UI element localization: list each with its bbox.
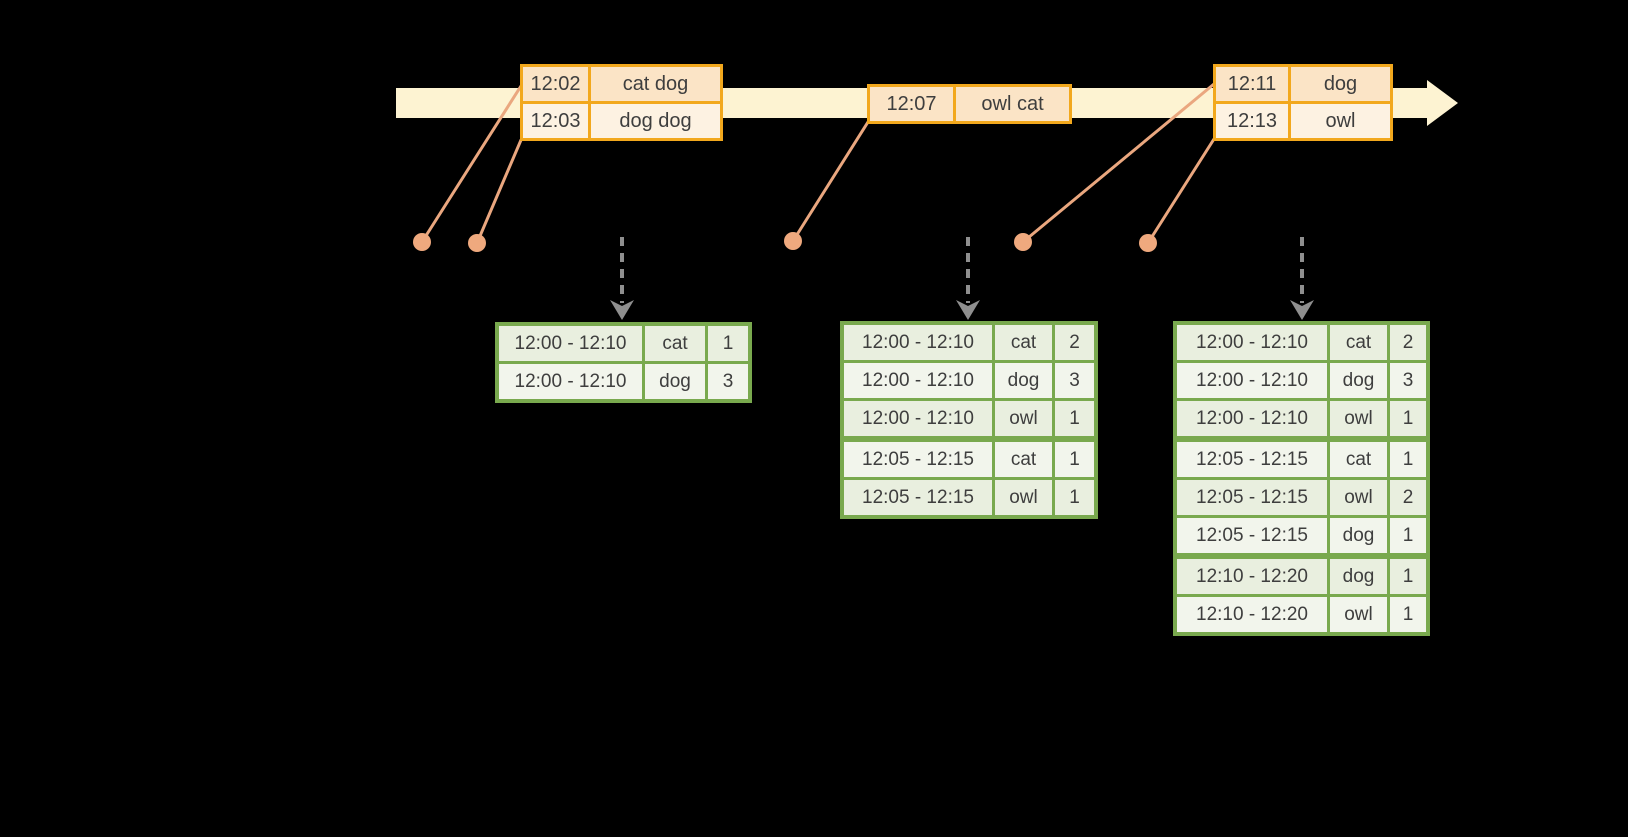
- event-dot-icon: [468, 234, 486, 252]
- event-time-cell: 12:02: [523, 67, 588, 101]
- result-window-cell: 12:00 - 12:10: [499, 364, 642, 399]
- event-time-cell: 12:13: [1216, 104, 1288, 138]
- event-connector-line: [420, 84, 523, 244]
- event-words-cell: cat dog: [591, 67, 720, 101]
- result-window-cell: 12:00 - 12:10: [844, 363, 992, 398]
- result-word-cell: owl: [995, 480, 1052, 515]
- trigger-arrowhead-icon: [610, 300, 634, 320]
- event-dot-icon: [784, 232, 802, 250]
- result-window-cell: 12:05 - 12:15: [844, 442, 992, 477]
- result-count-cell: 3: [708, 364, 748, 399]
- result-word-cell: cat: [995, 325, 1052, 360]
- result-word-cell: cat: [645, 326, 705, 361]
- result-word-cell: dog: [1330, 363, 1387, 398]
- result-count-cell: 2: [1390, 325, 1426, 360]
- event-connector-line: [791, 120, 870, 243]
- result-window-cell: 12:05 - 12:15: [1177, 518, 1327, 553]
- result-word-cell: cat: [1330, 442, 1387, 477]
- result-word-cell: cat: [995, 442, 1052, 477]
- event-time-cell: 12:11: [1216, 67, 1288, 101]
- event-dot-icon: [1139, 234, 1157, 252]
- trigger-arrowhead-icon: [1290, 300, 1314, 320]
- result-word-cell: dog: [995, 363, 1052, 398]
- result-window-cell: 12:00 - 12:10: [1177, 401, 1327, 436]
- event-words-cell: owl cat: [956, 87, 1069, 121]
- result-word-cell: owl: [995, 401, 1052, 436]
- result-window-cell: 12:10 - 12:20: [1177, 559, 1327, 594]
- result-count-cell: 1: [1390, 518, 1426, 553]
- result-count-cell: 2: [1055, 325, 1094, 360]
- result-word-cell: owl: [1330, 401, 1387, 436]
- result-count-cell: 1: [708, 326, 748, 361]
- result-window-cell: 12:00 - 12:10: [1177, 363, 1327, 398]
- result-count-cell: 3: [1390, 363, 1426, 398]
- event-connector-line: [1146, 137, 1216, 245]
- time-axis-arrowhead-icon: [1427, 80, 1458, 126]
- result-count-cell: 3: [1055, 363, 1094, 398]
- trigger-arrowhead-icon: [956, 300, 980, 320]
- result-count-cell: 1: [1055, 442, 1094, 477]
- event-words-cell: dog: [1291, 67, 1390, 101]
- result-window-cell: 12:00 - 12:10: [499, 326, 642, 361]
- result-count-cell: 2: [1390, 480, 1426, 515]
- result-count-cell: 1: [1390, 442, 1426, 477]
- result-window-cell: 12:05 - 12:15: [1177, 480, 1327, 515]
- result-word-cell: dog: [645, 364, 705, 399]
- event-time-cell: 12:03: [523, 104, 588, 138]
- result-word-cell: dog: [1330, 518, 1387, 553]
- result-window-cell: 12:05 - 12:15: [1177, 442, 1327, 477]
- event-time-cell: 12:07: [870, 87, 953, 121]
- result-window-cell: 12:00 - 12:10: [1177, 325, 1327, 360]
- result-word-cell: owl: [1330, 597, 1387, 632]
- result-word-cell: owl: [1330, 480, 1387, 515]
- result-window-cell: 12:00 - 12:10: [844, 325, 992, 360]
- result-word-cell: cat: [1330, 325, 1387, 360]
- result-count-cell: 1: [1055, 401, 1094, 436]
- event-dot-icon: [413, 233, 431, 251]
- event-words-cell: dog dog: [591, 104, 720, 138]
- result-window-cell: 12:10 - 12:20: [1177, 597, 1327, 632]
- result-count-cell: 1: [1055, 480, 1094, 515]
- result-count-cell: 1: [1390, 559, 1426, 594]
- event-dot-icon: [1014, 233, 1032, 251]
- result-count-cell: 1: [1390, 401, 1426, 436]
- result-count-cell: 1: [1390, 597, 1426, 632]
- result-window-cell: 12:00 - 12:10: [844, 401, 992, 436]
- event-connector-line: [475, 138, 523, 245]
- result-word-cell: dog: [1330, 559, 1387, 594]
- event-words-cell: owl: [1291, 104, 1390, 138]
- result-window-cell: 12:05 - 12:15: [844, 480, 992, 515]
